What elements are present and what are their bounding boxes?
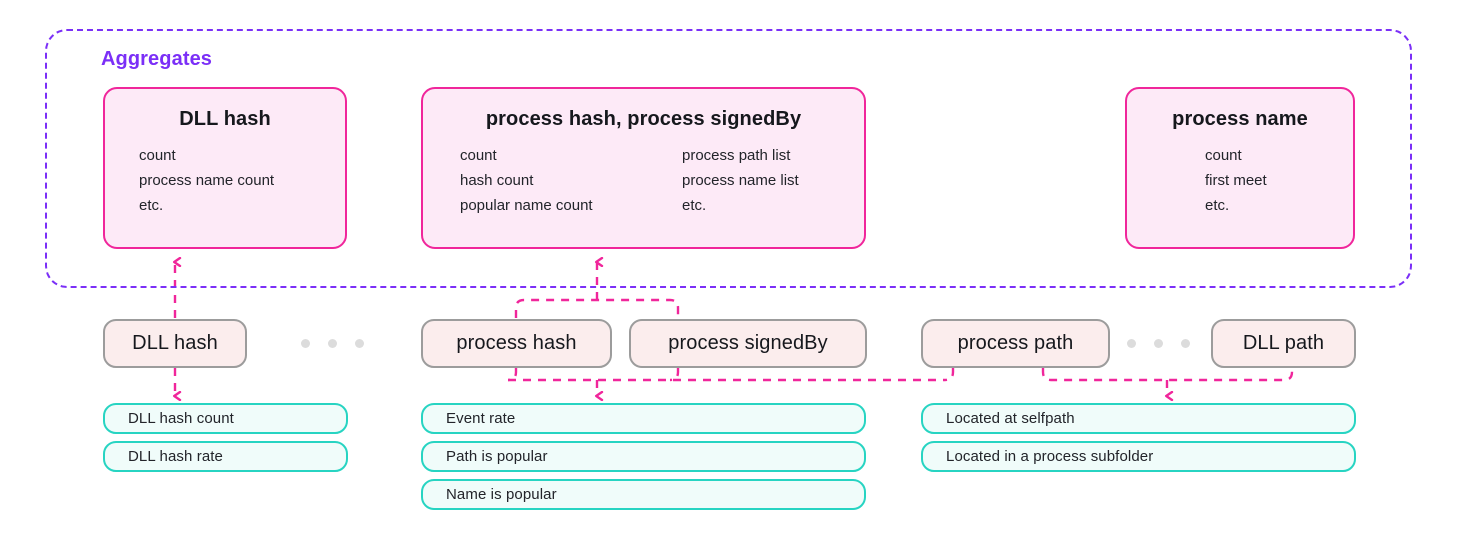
aggregate-card-body: count hash count popular name count proc… (423, 148, 864, 213)
entity-chip-process-hash[interactable]: process hash (421, 319, 612, 368)
aggregate-field: popular name count (460, 196, 593, 214)
entity-ellipsis-right (1127, 339, 1190, 348)
aggregate-card-process-hash-signedby[interactable]: process hash, process signedBy count has… (421, 87, 866, 249)
aggregate-card-body: count process name count etc. (105, 148, 345, 213)
wire-processhash-signedby-up (514, 298, 680, 318)
aggregate-field: count (1205, 147, 1242, 164)
aggregate-field: etc. (682, 196, 707, 214)
entity-chip-dll-hash[interactable]: DLL hash (103, 319, 247, 368)
entity-ellipsis-left (301, 339, 364, 348)
aggregate-card-title: DLL hash (179, 108, 271, 130)
feature-pill-located-at-selfpath[interactable]: Located at selfpath (921, 403, 1356, 434)
wire-processpath-down-stub (944, 368, 955, 382)
feature-pill-name-is-popular[interactable]: Name is popular (421, 479, 866, 510)
aggregate-field: count (139, 147, 176, 164)
aggregate-field: count (460, 147, 497, 164)
aggregate-card-title: process name (1172, 108, 1308, 130)
ellipsis-dot (1154, 339, 1163, 348)
aggregate-field: etc. (1205, 196, 1230, 214)
ellipsis-dot (328, 339, 337, 348)
aggregate-card-column: count hash count popular name count (460, 148, 682, 213)
aggregate-card-title: process hash, process signedBy (485, 108, 802, 130)
feature-pill-event-rate[interactable]: Event rate (421, 403, 866, 434)
aggregate-field: first meet (1205, 171, 1267, 189)
feature-pill-dll-hash-count[interactable]: DLL hash count (103, 403, 348, 434)
aggregate-card-column: count first meet etc. (1205, 148, 1267, 213)
aggregate-field: etc. (139, 196, 164, 214)
wire-signedby-down-stub (669, 368, 680, 382)
aggregate-field: hash count (460, 171, 534, 189)
aggregate-card-dll-hash[interactable]: DLL hash count process name count etc. (103, 87, 347, 249)
aggregate-field: process path list (682, 147, 791, 164)
entity-chip-dll-path[interactable]: DLL path (1211, 319, 1356, 368)
aggregate-field: process name list (682, 171, 799, 189)
feature-pill-dll-hash-rate[interactable]: DLL hash rate (103, 441, 348, 472)
aggregates-title: Aggregates (101, 48, 213, 70)
aggregate-card-column: process path list process name list etc. (682, 148, 799, 213)
aggregate-card-column: count process name count etc. (139, 148, 274, 213)
aggregate-card-process-name[interactable]: process name count first meet etc. (1125, 87, 1355, 249)
aggregate-card-body: count first meet etc. (1127, 148, 1353, 213)
ellipsis-dot (1127, 339, 1136, 348)
entity-chip-process-signedby[interactable]: process signedBy (629, 319, 867, 368)
feature-pill-located-in-process-subfolder[interactable]: Located in a process subfolder (921, 441, 1356, 472)
entity-chip-process-path[interactable]: process path (921, 319, 1110, 368)
feature-pill-path-is-popular[interactable]: Path is popular (421, 441, 866, 472)
ellipsis-dot (301, 339, 310, 348)
ellipsis-dot (1181, 339, 1190, 348)
aggregates-container (45, 29, 1412, 288)
ellipsis-dot (355, 339, 364, 348)
wire-processhash-down-stub (507, 368, 518, 382)
wire-processpath-dllpath-merge (1041, 368, 1294, 382)
aggregate-field: process name count (139, 171, 275, 189)
